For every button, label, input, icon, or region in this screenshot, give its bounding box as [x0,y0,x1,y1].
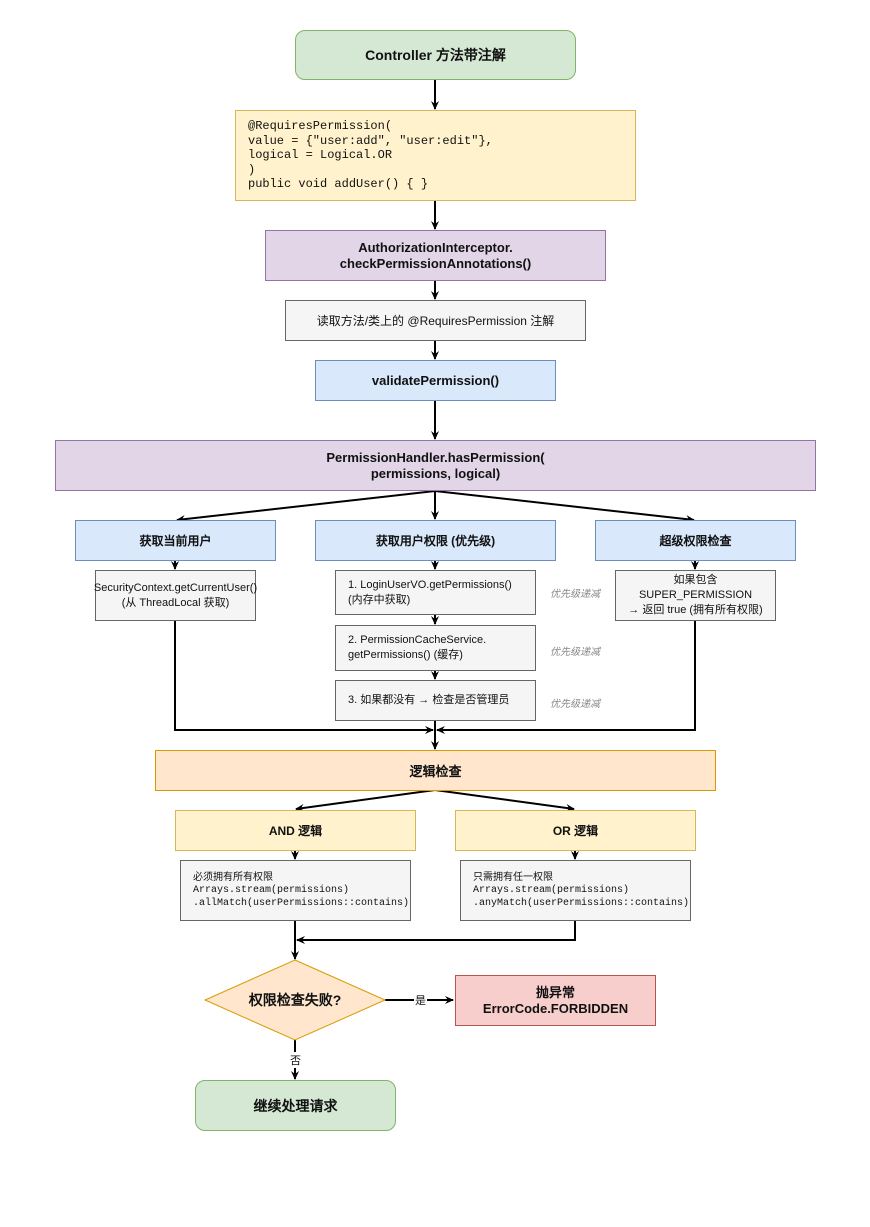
interceptor-node: AuthorizationInterceptor. checkPermissio… [265,230,606,281]
permission-handler-node: PermissionHandler.hasPermission( permiss… [55,440,816,491]
annotation-code-node: @RequiresPermission( value = {"user:add"… [235,110,636,201]
current-user-detail-node: SecurityContext.getCurrentUser() (从 Thre… [94,570,257,621]
priority-note-3: 优先级递减 [550,699,600,710]
edge-logic-to-or [434,789,575,812]
edge-superdetail-to-logic [436,621,696,734]
edge-handler-to-getuser [176,490,436,524]
and-logic-detail-node: 必须拥有所有权限 Arrays.stream(permissions) .all… [180,860,411,921]
continue-request-node: 继续处理请求 [195,1080,396,1131]
logic-check-node: 逻辑检查 [155,750,716,791]
priority-note-2: 优先级递减 [550,647,600,658]
and-detail-code: Arrays.stream(permissions) .allMatch(use… [193,885,410,909]
permission-step-3-node: 3. 如果都没有 → 检查是否管理员 [335,680,536,721]
decision-diamond [203,959,387,1041]
permission-step-1-node: 1. LoginUserVO.getPermissions() (内存中获取) [335,570,536,615]
read-annotation-node: 读取方法/类上的 @RequiresPermission 注解 [285,300,586,341]
throw-forbidden-node: 抛异常 ErrorCode.FORBIDDEN [455,975,656,1026]
edge-ordetail-to-decision [296,921,576,944]
edge-userdetail-to-logic [174,621,434,734]
or-detail-label: 只需拥有任一权限 [473,872,553,883]
edge-logic-to-and [295,789,436,812]
validate-permission-node: validatePermission() [315,360,556,401]
or-logic-detail-node: 只需拥有任一权限 Arrays.stream(permissions) .any… [460,860,691,921]
edge-label-yes: 是 [414,992,427,1008]
priority-note-1: 优先级递减 [550,589,600,600]
start-node: Controller 方法带注解 [295,30,576,80]
edge-handler-to-super [434,490,695,524]
or-detail-code: Arrays.stream(permissions) .anyMatch(use… [473,885,690,909]
super-permission-check-node: 超级权限检查 [595,520,796,561]
edge-label-no: 否 [289,1052,302,1068]
and-detail-label: 必须拥有所有权限 [193,872,273,883]
super-permission-detail-node: 如果包含 SUPER_PERMISSION → 返回 true (拥有所有权限) [615,570,776,621]
and-logic-node: AND 逻辑 [175,810,416,851]
get-user-permissions-node: 获取用户权限 (优先级) [315,520,556,561]
decision-label: 权限检查失败? [248,992,342,1008]
annotation-code-text: @RequiresPermission( value = {"user:add"… [248,119,493,192]
permission-step-2-node: 2. PermissionCacheService. getPermission… [335,625,536,671]
or-logic-node: OR 逻辑 [455,810,696,851]
get-current-user-node: 获取当前用户 [75,520,276,561]
